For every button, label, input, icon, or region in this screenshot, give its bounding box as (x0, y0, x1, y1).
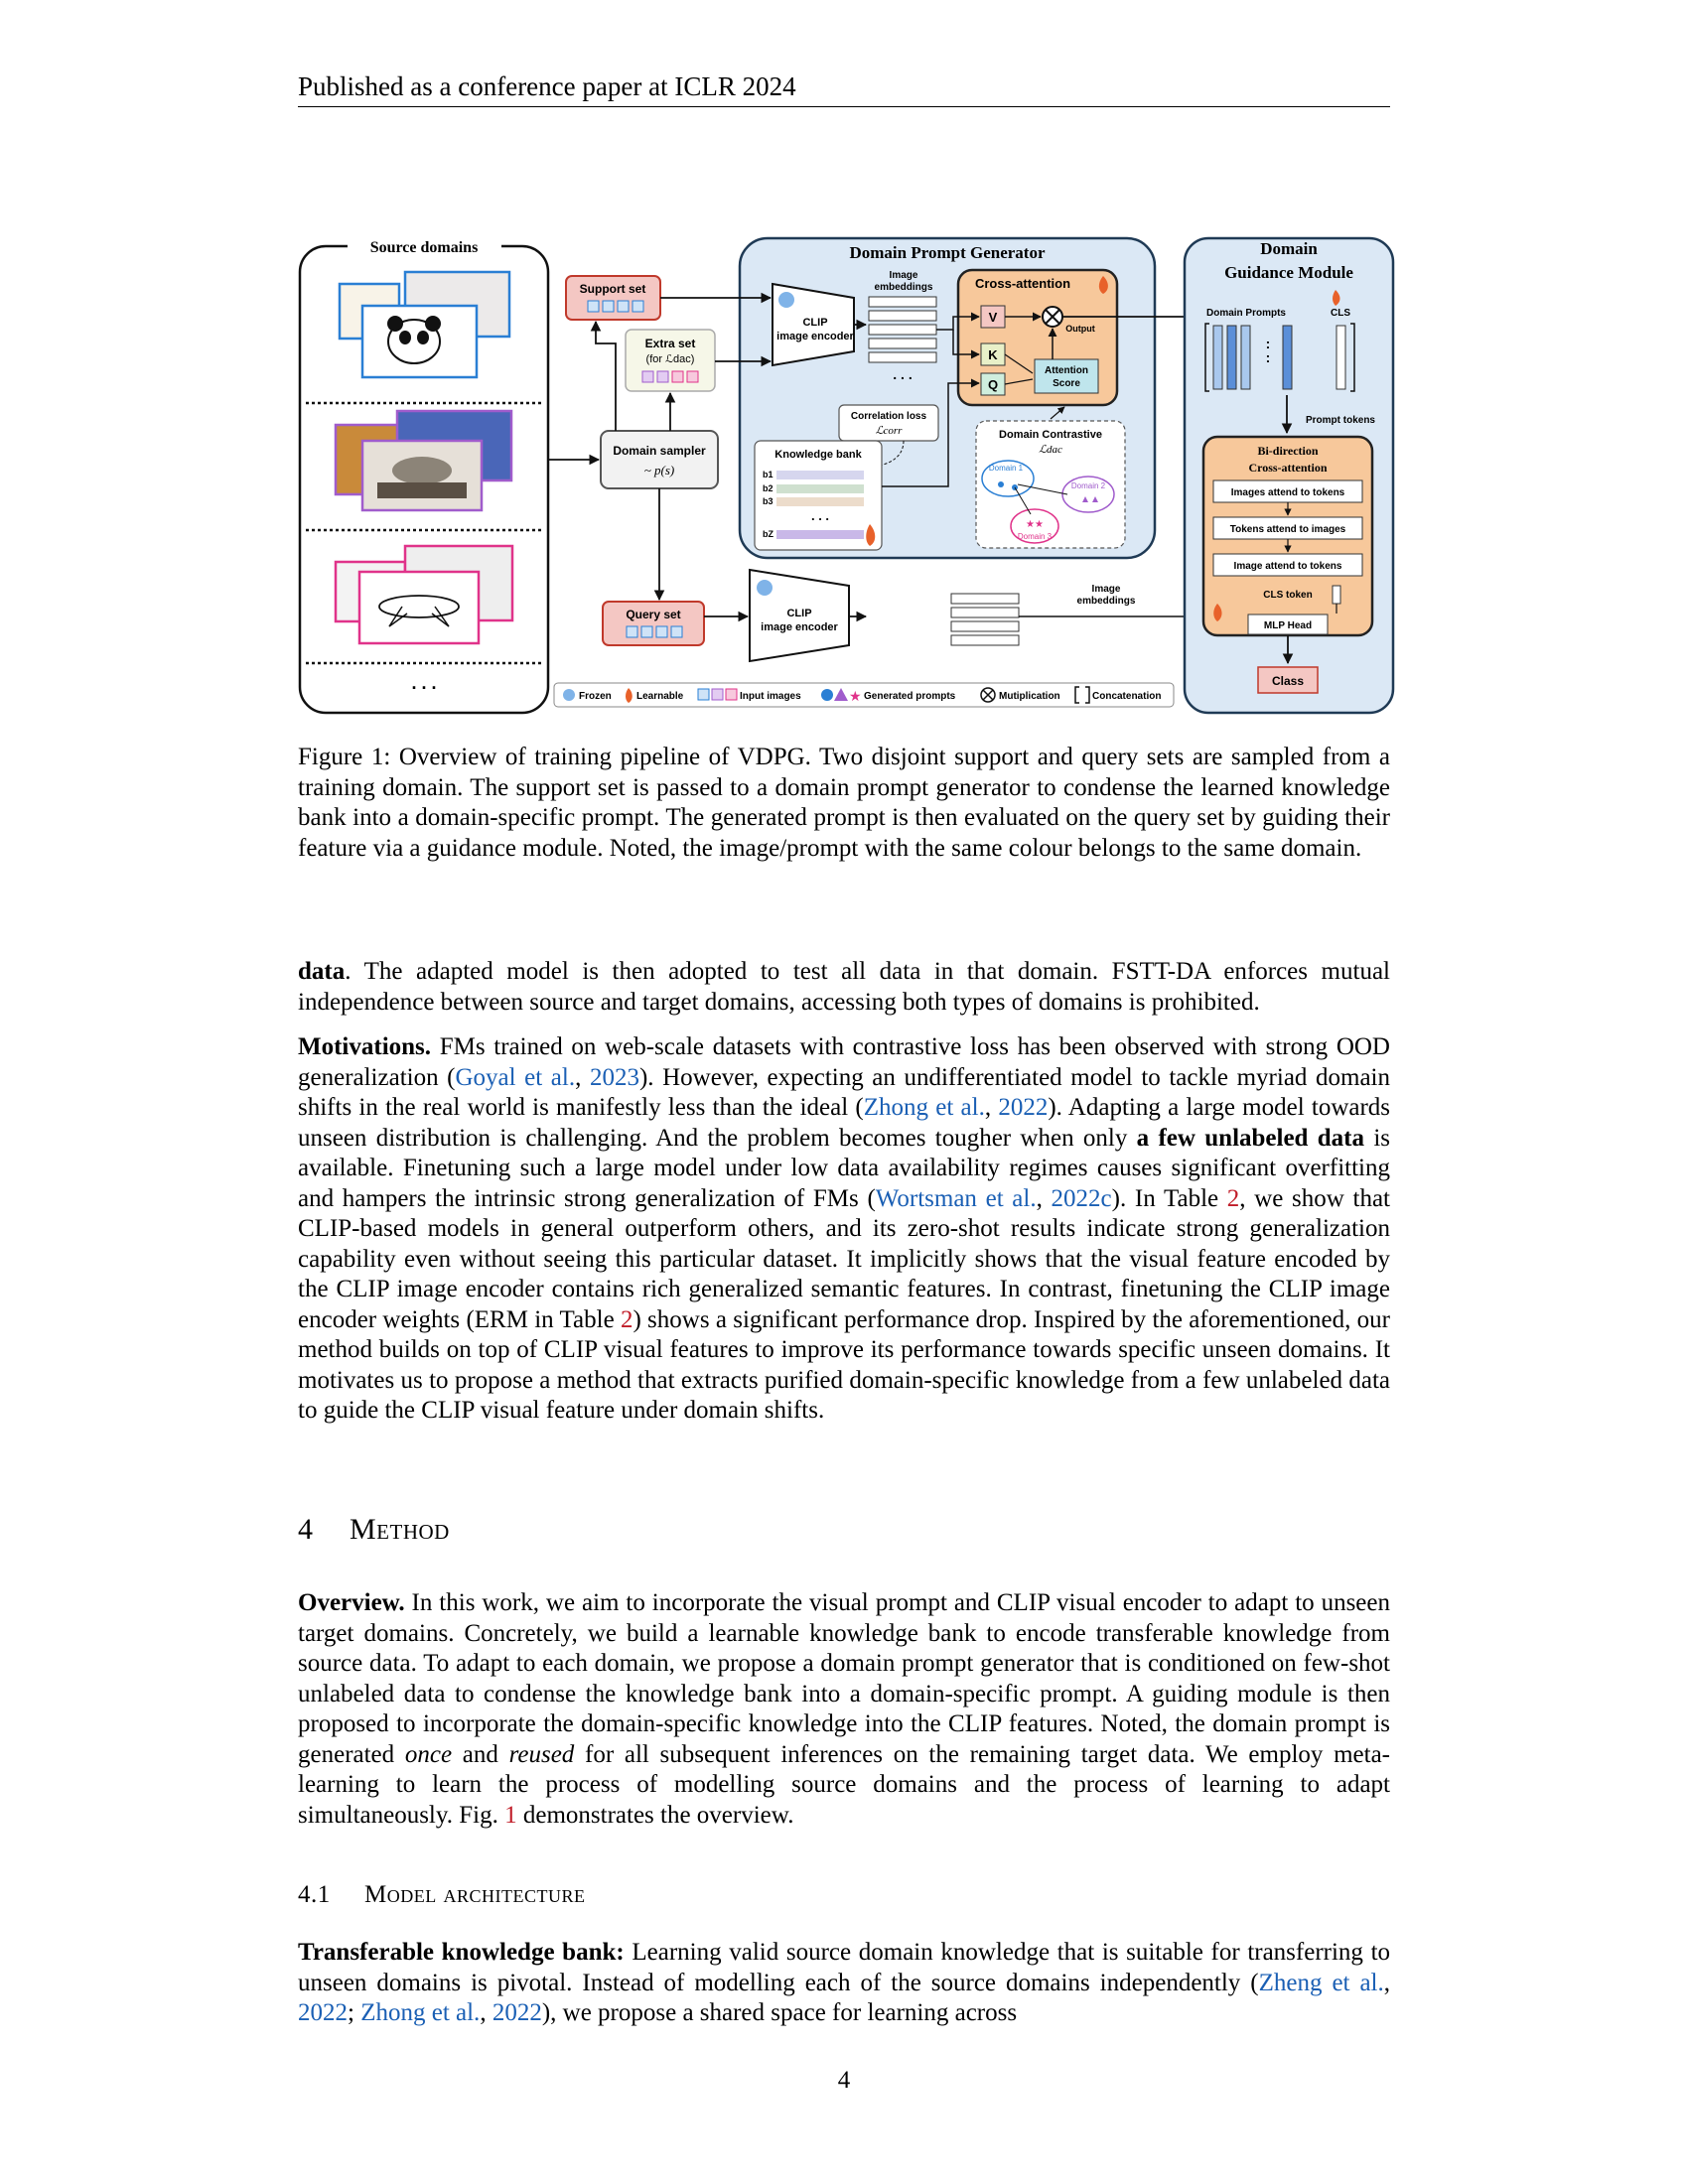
domain-prompt-generator: Domain Prompt Generator CLIP image encod… (660, 236, 1238, 560)
svg-text:Domain sampler: Domain sampler (613, 444, 706, 458)
svg-text:CLIP: CLIP (802, 317, 827, 329)
paragraph-knowledge-bank: Transferable knowledge bank: Learning va… (298, 1939, 1391, 2026)
svg-text:Score: Score (1053, 378, 1080, 389)
svg-text:CLS: CLS (1331, 308, 1350, 319)
source-domains-panel: Source domains . . . (298, 236, 550, 715)
svg-text:V: V (989, 310, 998, 325)
svg-text:Image attend to tokens: Image attend to tokens (1234, 561, 1342, 572)
svg-text:CLS token: CLS token (1263, 590, 1312, 601)
svg-text:Q: Q (988, 377, 998, 392)
svg-text:Image: Image (890, 270, 918, 281)
query-clip-encoder: CLIP image encoder Image embeddings (704, 489, 1252, 663)
svg-text:Generated prompts: Generated prompts (864, 691, 956, 702)
svg-text:Prompt tokens: Prompt tokens (1306, 415, 1375, 426)
citation-link[interactable]: Wortsman et al. (875, 1184, 1037, 1212)
svg-text:Domain Contrastive: Domain Contrastive (999, 429, 1102, 441)
svg-text:Domain: Domain (1260, 239, 1318, 258)
figure-1-diagram: Source domains . . . Support set Extra s… (298, 234, 1395, 723)
citation-link[interactable]: 2022c (1051, 1184, 1112, 1212)
svg-text:Knowledge bank: Knowledge bank (774, 449, 862, 461)
svg-text::: : (1266, 336, 1271, 351)
svg-text:Mutiplication: Mutiplication (999, 691, 1060, 702)
svg-text:CLIP: CLIP (786, 608, 811, 619)
svg-text:Learnable: Learnable (636, 691, 684, 702)
svg-text:b2: b2 (763, 483, 774, 493)
paragraph-motivations: Motivations. FMs trained on web-scale da… (298, 1033, 1391, 1424)
query-set: Query set (602, 601, 705, 646)
svg-text:(for ℒdac): (for ℒdac) (646, 353, 695, 365)
caption-text: Overview of training pipeline of VDPG. T… (298, 744, 1391, 862)
paragraph-data: data. The adapted model is then adopted … (298, 958, 1390, 1016)
citation-link[interactable]: Zhong et al. (360, 1999, 481, 2026)
svg-text:Correlation loss: Correlation loss (851, 411, 927, 422)
svg-text:Guidance Module: Guidance Module (1224, 263, 1353, 282)
citation-link[interactable]: 2022 (998, 1094, 1049, 1121)
svg-text:K: K (988, 347, 998, 362)
paragraph-overview: Overview. In this work, we aim to incorp… (298, 1589, 1390, 1829)
citation-link[interactable]: 2023 (589, 1063, 639, 1091)
domain-guidance-module: Domain Guidance Module Domain Prompts CL… (1183, 236, 1395, 715)
svg-text:Domain 2: Domain 2 (1071, 481, 1106, 490)
table-ref-link[interactable]: 2 (620, 1305, 633, 1333)
svg-text:Bi-direction: Bi-direction (1257, 444, 1318, 458)
svg-text:bZ: bZ (763, 529, 774, 539)
svg-text:Cross-attention: Cross-attention (1248, 461, 1327, 475)
svg-text:embeddings: embeddings (875, 282, 933, 293)
page-number: 4 (837, 2067, 851, 2094)
svg-text:MLP Head: MLP Head (1264, 620, 1312, 631)
svg-text:Tokens attend to images: Tokens attend to images (1230, 524, 1346, 535)
citation-link[interactable]: Zhong et al. (863, 1094, 985, 1121)
support-set: Support set (565, 275, 661, 321)
svg-text:Frozen: Frozen (579, 691, 612, 702)
figure-legend: Frozen Learnable Input images ★ Generate… (553, 682, 1175, 708)
svg-text:Input images: Input images (740, 691, 801, 702)
figure-ref-link[interactable]: 1 (504, 1801, 517, 1829)
svg-text:b1: b1 (763, 470, 774, 479)
svg-text:Extra set: Extra set (645, 337, 696, 350)
svg-text:Output: Output (1065, 324, 1095, 334)
svg-text:Class: Class (1272, 674, 1304, 688)
figure-caption: Figure 1: Overview of training pipeline … (298, 743, 1390, 864)
svg-text:b3: b3 (763, 496, 774, 506)
svg-text:ℒcorr: ℒcorr (876, 425, 904, 437)
svg-text:Domain 1: Domain 1 (989, 464, 1024, 473)
svg-text:. . .: . . . (893, 366, 912, 382)
domain-sampler: Domain sampler ~ p(s) (600, 430, 719, 489)
svg-text:image encoder: image encoder (776, 331, 854, 342)
figure-label: Figure 1: (298, 744, 391, 770)
citation-link[interactable]: Goyal et al. (455, 1063, 576, 1091)
svg-text:Query set: Query set (626, 608, 680, 621)
svg-text:Domain Prompts: Domain Prompts (1206, 308, 1286, 319)
citation-link[interactable]: 2022 (298, 1999, 348, 2026)
citation-link[interactable]: Zheng et al. (1258, 1969, 1384, 1996)
svg-text:Cross-attention: Cross-attention (975, 276, 1070, 291)
svg-text:image encoder: image encoder (761, 621, 838, 633)
table-ref-link[interactable]: 2 (1226, 1184, 1240, 1212)
svg-text:Images attend to tokens: Images attend to tokens (1231, 487, 1345, 498)
svg-text:embeddings: embeddings (1077, 596, 1136, 607)
svg-text:★★: ★★ (1026, 519, 1044, 530)
svg-text:. . .: . . . (811, 508, 829, 523)
svg-text::: : (1266, 349, 1271, 365)
svg-text:Image: Image (1092, 584, 1121, 595)
svg-text:Domain 3: Domain 3 (1018, 532, 1053, 541)
citation-link[interactable]: 2022 (492, 1999, 542, 2026)
svg-text:Support set: Support set (580, 282, 646, 296)
extra-set: Extra set (for ℒdac) (625, 329, 716, 392)
source-domains-ellipsis: . . . (411, 673, 436, 693)
svg-text:Attention: Attention (1045, 365, 1088, 376)
running-header: Published as a conference paper at ICLR … (298, 71, 1390, 107)
svg-text:~ p(s): ~ p(s) (644, 463, 675, 478)
svg-text:ℒdac: ℒdac (1039, 444, 1062, 456)
svg-text:Domain Prompt Generator: Domain Prompt Generator (849, 243, 1045, 262)
svg-text:★: ★ (849, 688, 862, 704)
source-domains-title: Source domains (370, 239, 479, 256)
svg-text:Concatenation: Concatenation (1092, 691, 1161, 702)
